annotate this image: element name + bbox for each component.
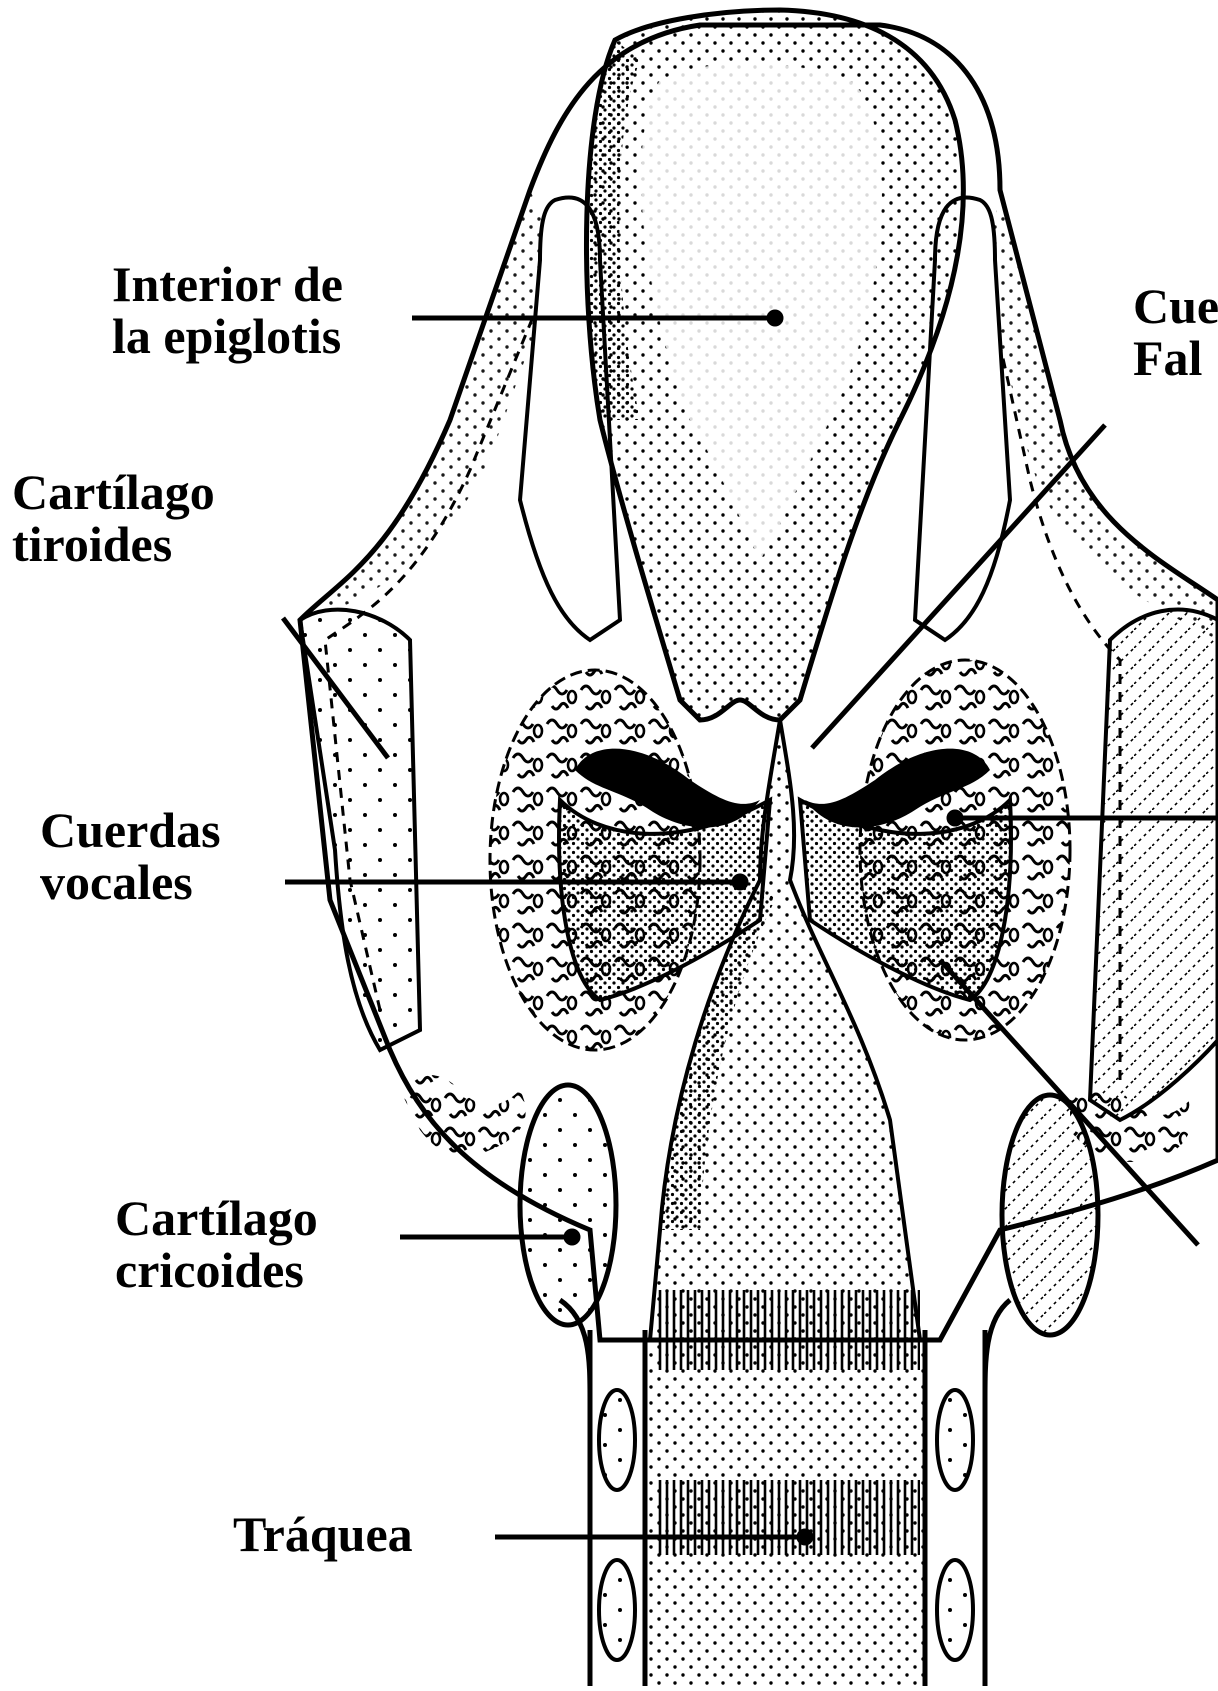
label-thyroid-line1: Cartílago xyxy=(12,466,215,518)
label-epiglottis-line1: Interior de xyxy=(112,258,343,310)
trachea-cartilage-left-2 xyxy=(599,1560,635,1660)
left-thyroid-plate xyxy=(300,610,420,1050)
label-cricoid-line2: cricoides xyxy=(115,1244,318,1296)
trachea-outer-right xyxy=(985,1300,1010,1686)
trachea-outer-left xyxy=(560,1300,590,1686)
label-vocal-cords: Cuerdas vocales xyxy=(40,804,221,908)
label-false-cords-line2: Fal xyxy=(1133,332,1218,384)
label-cricoid-line1: Cartílago xyxy=(115,1192,318,1244)
left-cricoid-oval xyxy=(520,1085,616,1325)
trachea-cartilage-right-1 xyxy=(937,1390,973,1490)
label-trachea-line1: Tráquea xyxy=(233,1508,413,1560)
trachea-cartilage-right-2 xyxy=(937,1560,973,1660)
label-epiglottis-line2: la epiglotis xyxy=(112,310,343,362)
label-cricoid: Cartílago cricoides xyxy=(115,1192,318,1296)
label-thyroid-line2: tiroides xyxy=(12,518,215,570)
label-thyroid: Cartílago tiroides xyxy=(12,466,215,570)
label-epiglottis: Interior de la epiglotis xyxy=(112,258,343,362)
trachea-ring-upper xyxy=(655,1290,920,1370)
label-false-cords: Cue Fal xyxy=(1133,280,1218,384)
trachea-ring-lower xyxy=(655,1480,920,1555)
label-trachea: Tráquea xyxy=(233,1508,413,1560)
label-vocal-cords-line2: vocales xyxy=(40,856,221,908)
trachea-cartilage-left-1 xyxy=(599,1390,635,1490)
label-false-cords-line1: Cue xyxy=(1133,280,1218,332)
right-thyroid-plate xyxy=(1090,610,1218,1120)
label-vocal-cords-line1: Cuerdas xyxy=(40,804,221,856)
